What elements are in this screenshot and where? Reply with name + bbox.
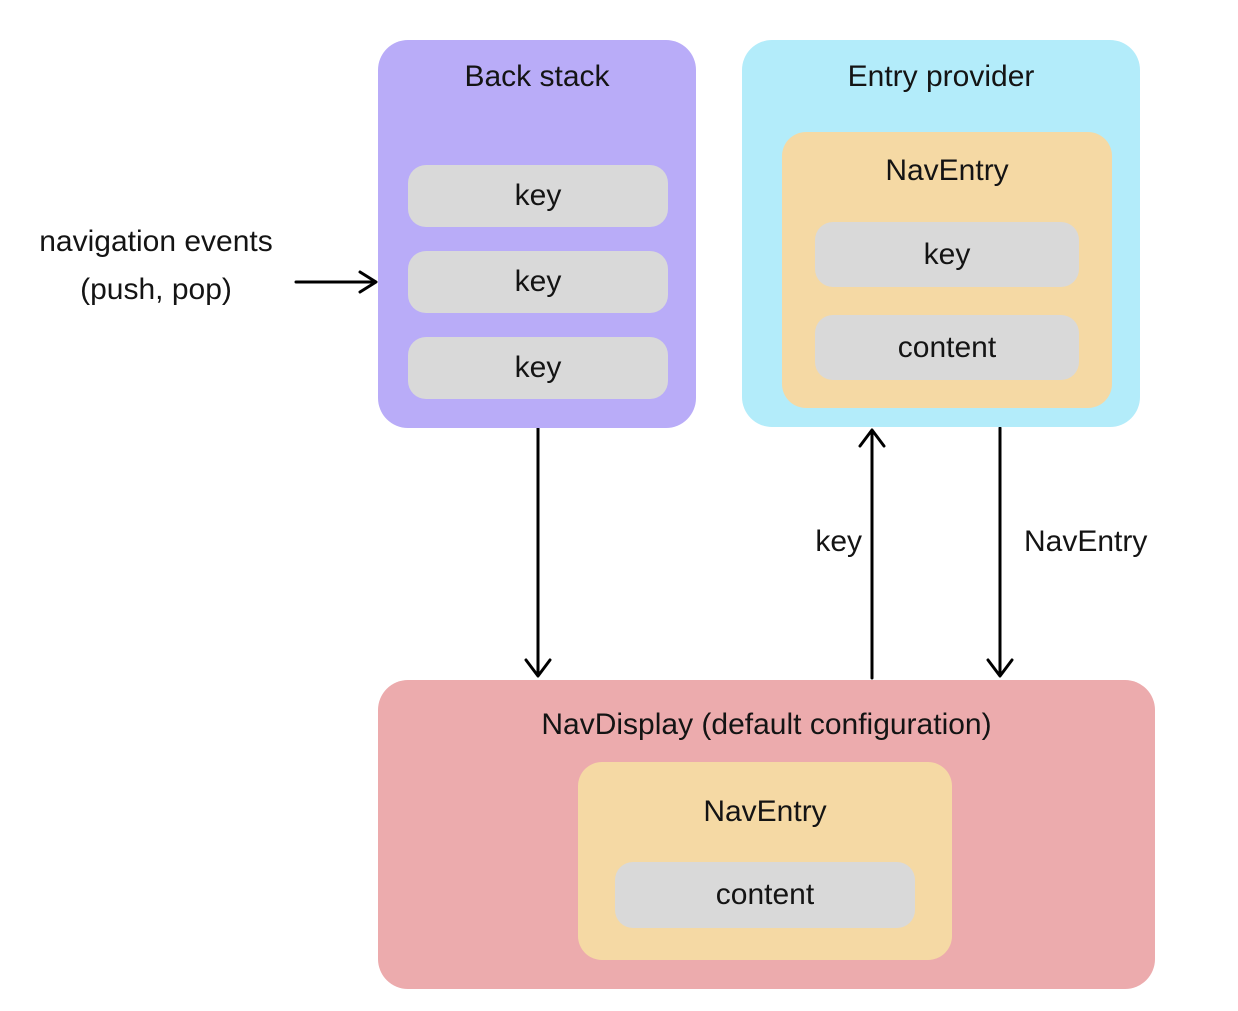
back-stack-key-pill-1: key [408, 165, 668, 227]
nav-display-title: NavDisplay (default configuration) [541, 708, 992, 741]
back-stack-to-nav-display-arrow [524, 426, 552, 678]
entry-provider-nav-entry-box: NavEntry key content [782, 132, 1112, 408]
navigation-events-line2: (push, pop) [80, 273, 232, 306]
nav-display-nav-entry-box: NavEntry content [578, 762, 952, 960]
key-up-arrow-head [858, 428, 886, 448]
navigation-events-line1: navigation events [39, 225, 273, 258]
nav-entry-down-arrow [986, 426, 1014, 678]
nav-events-arrow-head [358, 270, 378, 294]
entry-provider-content-pill: content [815, 315, 1079, 380]
entry-provider-title: Entry provider [847, 60, 1035, 93]
nav-display-content-pill: content [615, 862, 915, 928]
back-stack-to-nav-display-head [524, 658, 552, 678]
entry-provider-box: Entry provider NavEntry key content [742, 40, 1140, 427]
back-stack-box: Back stack key key key [378, 40, 696, 428]
back-stack-title: Back stack [464, 60, 610, 93]
back-stack-key-pill-3: key [408, 337, 668, 399]
entry-provider-key-pill: key [815, 222, 1079, 287]
nav-entry-arrow-label: NavEntry [1024, 525, 1148, 558]
back-stack-key-pill-2: key [408, 251, 668, 313]
key-arrow-label: key [815, 525, 862, 558]
key-up-arrow [858, 428, 886, 680]
entry-provider-nav-entry-title: NavEntry [885, 154, 1009, 187]
nav-display-nav-entry-title: NavEntry [703, 795, 827, 828]
nav-display-box: NavDisplay (default configuration) NavEn… [378, 680, 1155, 989]
nav-entry-down-arrow-head [986, 658, 1014, 678]
navigation-events-label: navigation events (push, pop) [0, 218, 312, 314]
